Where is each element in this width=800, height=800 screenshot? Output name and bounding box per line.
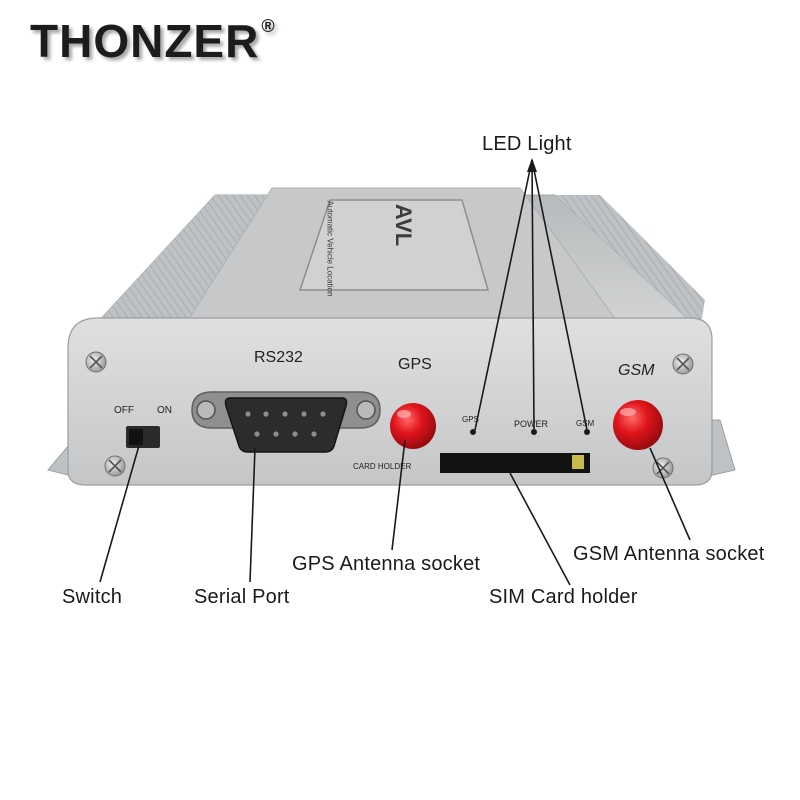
callout-sim-holder: SIM Card holder — [489, 586, 638, 608]
brand-logo: THONZER® — [30, 14, 276, 68]
callout-serial-port: Serial Port — [194, 586, 290, 608]
callout-switch: Switch — [62, 586, 123, 608]
label-plate — [298, 199, 489, 291]
callout-gsm-antenna: GSM Antenna socket — [573, 543, 765, 565]
leader-lines — [99, 159, 691, 586]
led-arrowheads — [527, 158, 537, 172]
serial-connector — [191, 391, 381, 453]
left-fins — [95, 195, 270, 325]
device-top-label: AVL — [391, 203, 417, 247]
device-top-sublabel: Automatic Vehicle Location — [325, 200, 335, 297]
screws — [85, 351, 694, 479]
right-fins — [555, 195, 705, 330]
led-gsm-label: GSM — [576, 419, 595, 428]
callout-led-light: LED Light — [482, 133, 572, 155]
brand-name: THONZER — [30, 15, 260, 67]
switch-off-label: OFF — [114, 405, 134, 416]
registered-mark: ® — [261, 16, 276, 36]
rs232-label: RS232 — [254, 349, 303, 366]
front-panel — [67, 317, 713, 486]
led-power-label: POWER — [514, 419, 549, 429]
gps-antenna-socket — [390, 403, 436, 449]
gsm-panel-label: GSM — [618, 362, 655, 379]
sim-card-slot — [440, 453, 590, 473]
power-switch — [126, 426, 160, 448]
gps-panel-label: GPS — [398, 356, 432, 373]
led-gps-label: GPS — [462, 415, 479, 424]
switch-on-label: ON — [157, 405, 172, 416]
callout-gps-antenna: GPS Antenna socket — [292, 553, 481, 575]
led-lights — [470, 429, 590, 435]
gsm-antenna-socket — [613, 400, 663, 450]
card-holder-label: CARD HOLDER — [353, 462, 412, 471]
